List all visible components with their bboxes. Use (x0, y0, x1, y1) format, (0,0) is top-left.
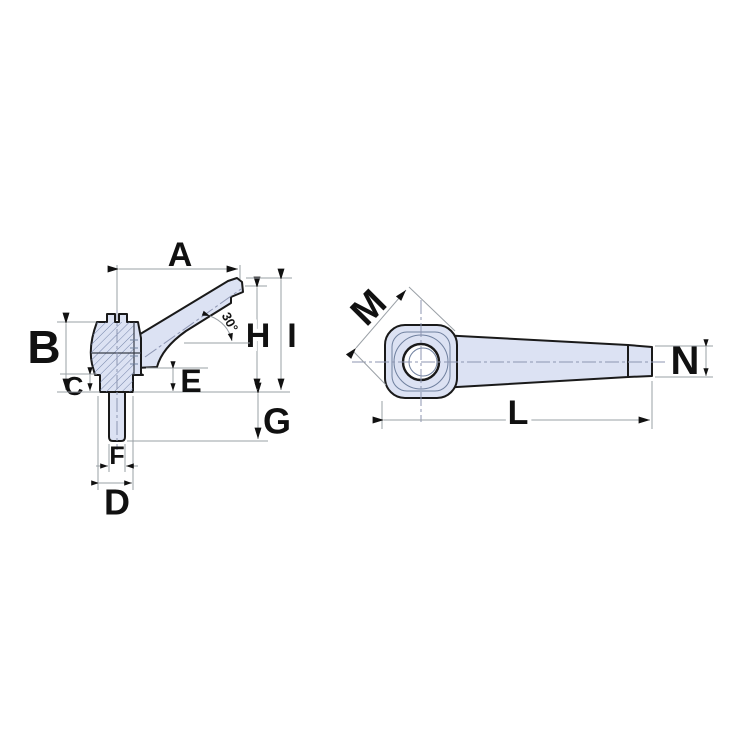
dim-label-e: E (180, 363, 201, 399)
dim-label-n: N (671, 339, 700, 383)
cross-section-hatch (90, 322, 134, 392)
dim-label-m: M (343, 282, 395, 334)
side-view: A B C D F E (27, 236, 296, 523)
lever-arm-centerline (144, 288, 242, 358)
dimensions-side-view: A B C D F E (27, 236, 296, 523)
dim-line-m (345, 289, 407, 359)
dim-label-d: D (104, 482, 130, 523)
dim-label-a: A (168, 236, 193, 274)
angle-arc (201, 310, 233, 342)
dim-label-l: L (508, 394, 529, 432)
dim-label-b: B (27, 321, 60, 373)
handle-end-cap (627, 344, 653, 378)
ext-line-m-lower (352, 350, 387, 386)
dim-label-f: F (109, 442, 124, 470)
top-view: M L N (343, 282, 713, 436)
dim-label-c: C (65, 371, 84, 401)
angle-label: 30° (219, 310, 241, 334)
lever-arm (134, 277, 244, 369)
dim-label-g: G (263, 401, 291, 442)
dim-label-i: I (287, 317, 296, 355)
ext-line-m-upper (408, 286, 456, 332)
dim-label-h: H (246, 317, 271, 355)
serration-ticks (130, 339, 138, 365)
